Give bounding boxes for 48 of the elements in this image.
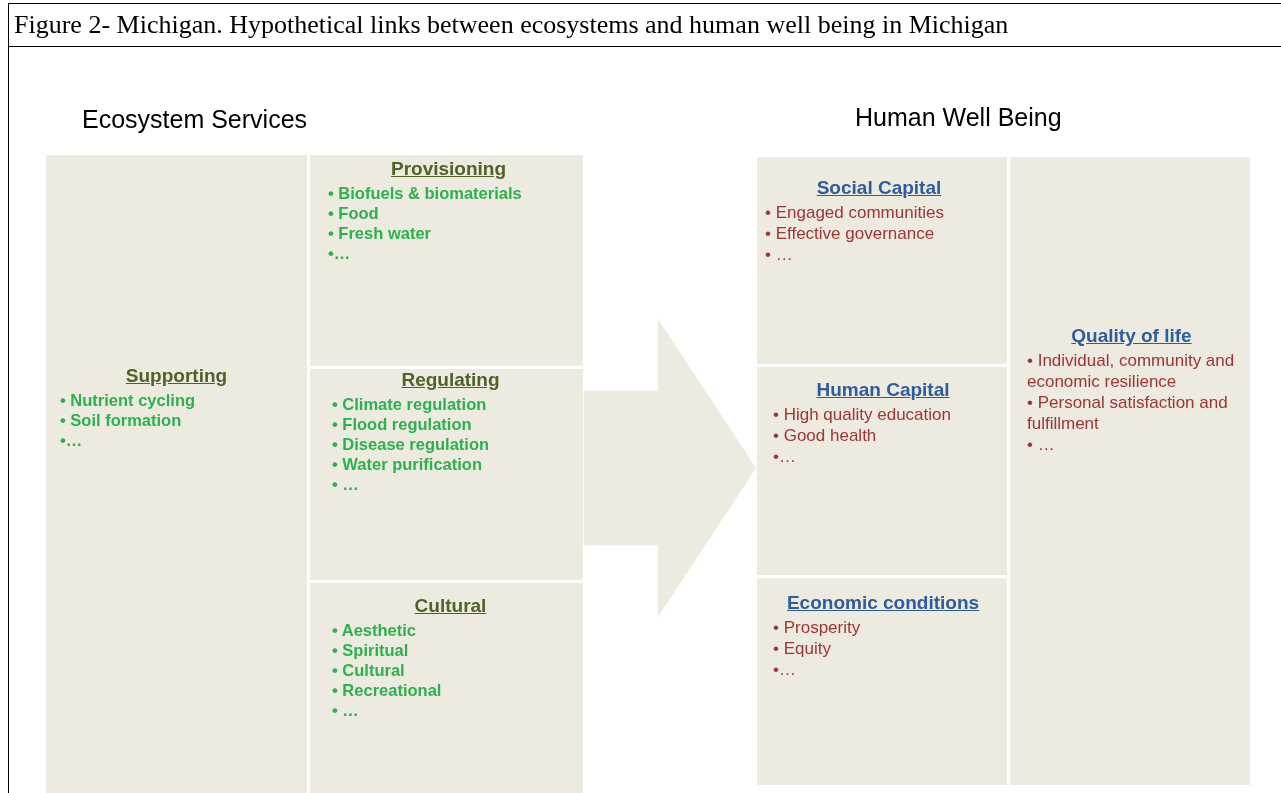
bullet-item: • Good health xyxy=(773,425,877,446)
bullet-item: • Recreational xyxy=(332,680,442,700)
bullet-item: • High quality education xyxy=(773,404,951,425)
bullet-item: • Equity xyxy=(773,638,831,659)
category-panel xyxy=(310,583,583,793)
category-panel xyxy=(1010,157,1250,785)
bullet-item: • Fresh water xyxy=(328,223,431,243)
bullet-item: •… xyxy=(773,659,796,680)
bullet-item: • … xyxy=(332,474,359,494)
panel-heading: Social Capital xyxy=(816,177,942,199)
bullet-item: • Water purification xyxy=(332,454,482,474)
bullet-item: •… xyxy=(60,430,83,450)
bullet-item: • Aesthetic xyxy=(332,620,417,640)
panel-heading: Quality of life xyxy=(1071,325,1192,347)
bullet-item: •… xyxy=(328,243,351,263)
bullet-item: • Cultural xyxy=(332,660,405,680)
bullet-item: • Nutrient cycling xyxy=(60,390,196,410)
panel-heading: Economic conditions xyxy=(786,592,980,614)
bullet-item: • Biofuels & biomaterials xyxy=(328,183,522,203)
section-heading: Human Well Being xyxy=(855,103,1062,132)
bullet-item: • … xyxy=(1027,434,1055,455)
bullet-item: • Disease regulation xyxy=(332,434,490,454)
bullet-item: • … xyxy=(332,700,359,720)
bullet-item: • Soil formation xyxy=(60,410,182,430)
bullet-item: • Spiritual xyxy=(332,640,409,660)
category-panel xyxy=(757,367,1007,575)
category-panel xyxy=(46,155,307,793)
bullet-item: • Flood regulation xyxy=(332,414,472,434)
category-panel xyxy=(757,578,1007,785)
section-heading: Ecosystem Services xyxy=(82,105,308,134)
panel-heading: Provisioning xyxy=(390,158,507,180)
panel-heading: Supporting xyxy=(125,365,228,387)
category-panel xyxy=(310,369,583,580)
category-panel xyxy=(310,155,583,366)
category-panel xyxy=(757,157,1007,364)
bullet-item: • Individual, community and economic resilience xyxy=(1027,350,1236,392)
bullet-item: • Climate regulation xyxy=(332,394,487,414)
panel-heading: Regulating xyxy=(401,369,500,391)
bullet-item: • Personal satisfaction and fulfillment xyxy=(1027,392,1229,434)
bullet-item: • Food xyxy=(328,203,379,223)
bullet-item: • Engaged communities xyxy=(765,202,944,223)
bullet-item: •… xyxy=(773,446,796,467)
bullet-item: • Prosperity xyxy=(773,617,861,638)
panel-heading: Cultural xyxy=(414,595,487,617)
bullet-item: • … xyxy=(765,244,793,265)
bullet-item: • Effective governance xyxy=(765,223,935,244)
panel-heading: Human Capital xyxy=(816,379,950,401)
figure-title: Figure 2- Michigan. Hypothetical links between ecosystems and human well being in Michigan xyxy=(14,10,1009,40)
